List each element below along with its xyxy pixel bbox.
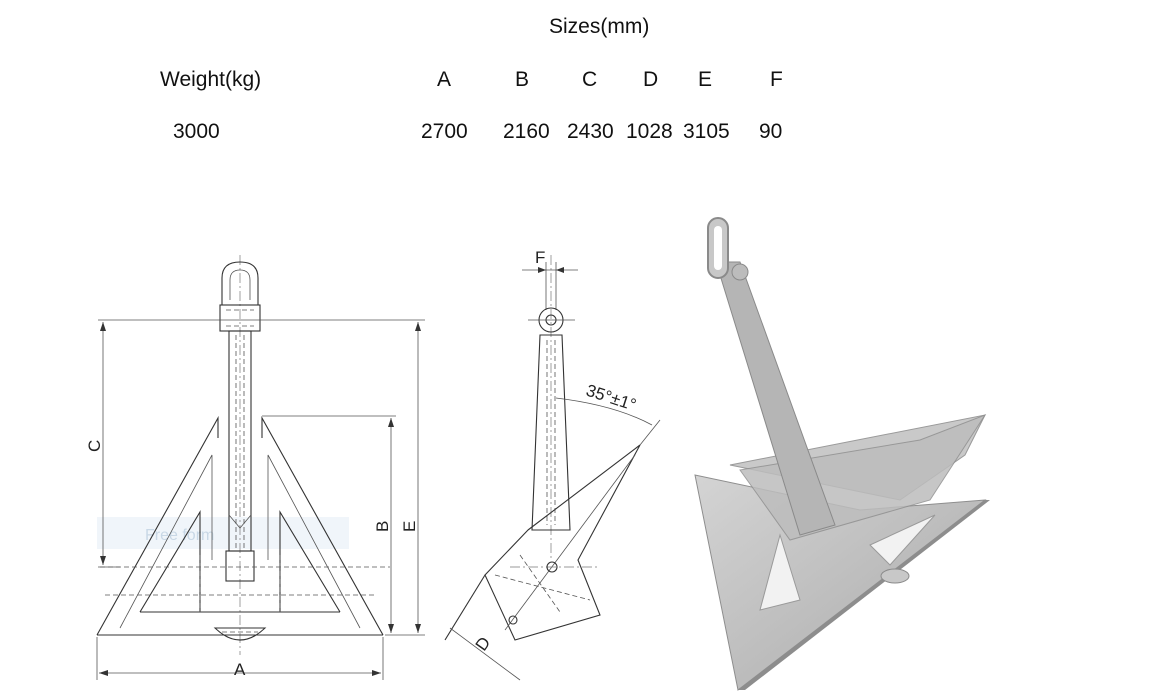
dim-f-arrow-left — [538, 267, 546, 273]
header-weight: Weight(kg) — [160, 68, 262, 91]
header-e: E — [698, 68, 713, 91]
rib-right — [279, 510, 341, 613]
side-pad-eye — [508, 615, 518, 625]
header-c: C — [582, 68, 598, 91]
bottom-pad-eye — [213, 627, 267, 641]
render-pin — [731, 263, 749, 281]
side-fluke-tip — [444, 574, 486, 641]
dim-b-arrow-bottom — [388, 624, 394, 633]
dim-b-arrow-top — [388, 418, 394, 427]
fluke-inner-left — [119, 454, 213, 629]
dim-e-arrow-bottom — [415, 624, 421, 633]
dim-a-label: A — [234, 660, 246, 679]
dim-f-label: F — [535, 248, 545, 267]
header-b: B — [515, 68, 530, 91]
header-a: A — [437, 68, 452, 91]
shank-hub — [225, 550, 255, 582]
shackle-outer — [221, 261, 259, 305]
side-fluke-hidden-2 — [519, 554, 561, 613]
dim-c-arrow-bottom — [100, 556, 106, 565]
dim-d-label: D — [472, 633, 495, 654]
dim-d-line — [449, 627, 521, 681]
value-d: 1028 — [626, 120, 673, 143]
anchor-3d-render — [694, 217, 990, 691]
watermark-text: Free form — [145, 527, 214, 544]
watermark-box — [97, 517, 349, 549]
angle-arc — [555, 397, 653, 426]
side-fluke — [484, 444, 641, 641]
side-fluke-axis — [504, 454, 636, 631]
fluke-right-edge — [261, 415, 384, 636]
shackle-inner — [229, 269, 251, 300]
side-view: F 35°±1° D — [444, 248, 661, 681]
render-opening-left — [759, 533, 801, 611]
dim-c-label: C — [85, 440, 104, 452]
dim-e-arrow-top — [415, 322, 421, 331]
dim-a-arrow-right — [372, 670, 381, 676]
header-f: F — [770, 68, 783, 91]
header-d: D — [643, 68, 659, 91]
side-shank — [531, 334, 571, 531]
value-weight: 3000 — [173, 120, 220, 143]
render-plate-edge — [738, 500, 990, 690]
dim-b-label: B — [373, 521, 392, 532]
specification-table: Sizes(mm) Weight(kg) A B C D E F 3000 27… — [0, 0, 1170, 170]
render-shackle-hole — [714, 226, 722, 270]
dim-c-arrow-top — [100, 322, 106, 331]
shank-point — [228, 514, 252, 529]
render-pad-eye — [880, 568, 910, 584]
render-opening-right — [869, 514, 936, 566]
fluke-left-edge — [96, 415, 219, 636]
dim-f-arrow-right — [556, 267, 564, 273]
fluke-inner-right — [267, 454, 361, 629]
front-view: Free form — [85, 255, 425, 680]
rib-left — [139, 510, 201, 613]
value-e: 3105 — [683, 120, 730, 143]
side-fluke-hidden — [494, 574, 591, 601]
table-title: Sizes(mm) — [549, 15, 650, 38]
value-a: 2700 — [421, 120, 468, 143]
anchor-drawings: Free form — [0, 195, 1170, 700]
side-pin — [546, 561, 558, 573]
render-shank — [715, 261, 836, 536]
angle-label: 35°±1° — [584, 381, 639, 415]
value-c: 2430 — [567, 120, 614, 143]
value-b: 2160 — [503, 120, 550, 143]
anchor-drawing-svg: Free form — [85, 217, 990, 691]
dim-a-arrow-left — [99, 670, 108, 676]
value-f: 90 — [759, 120, 783, 143]
angle-extension — [639, 419, 661, 446]
dim-e-label: E — [400, 521, 419, 532]
